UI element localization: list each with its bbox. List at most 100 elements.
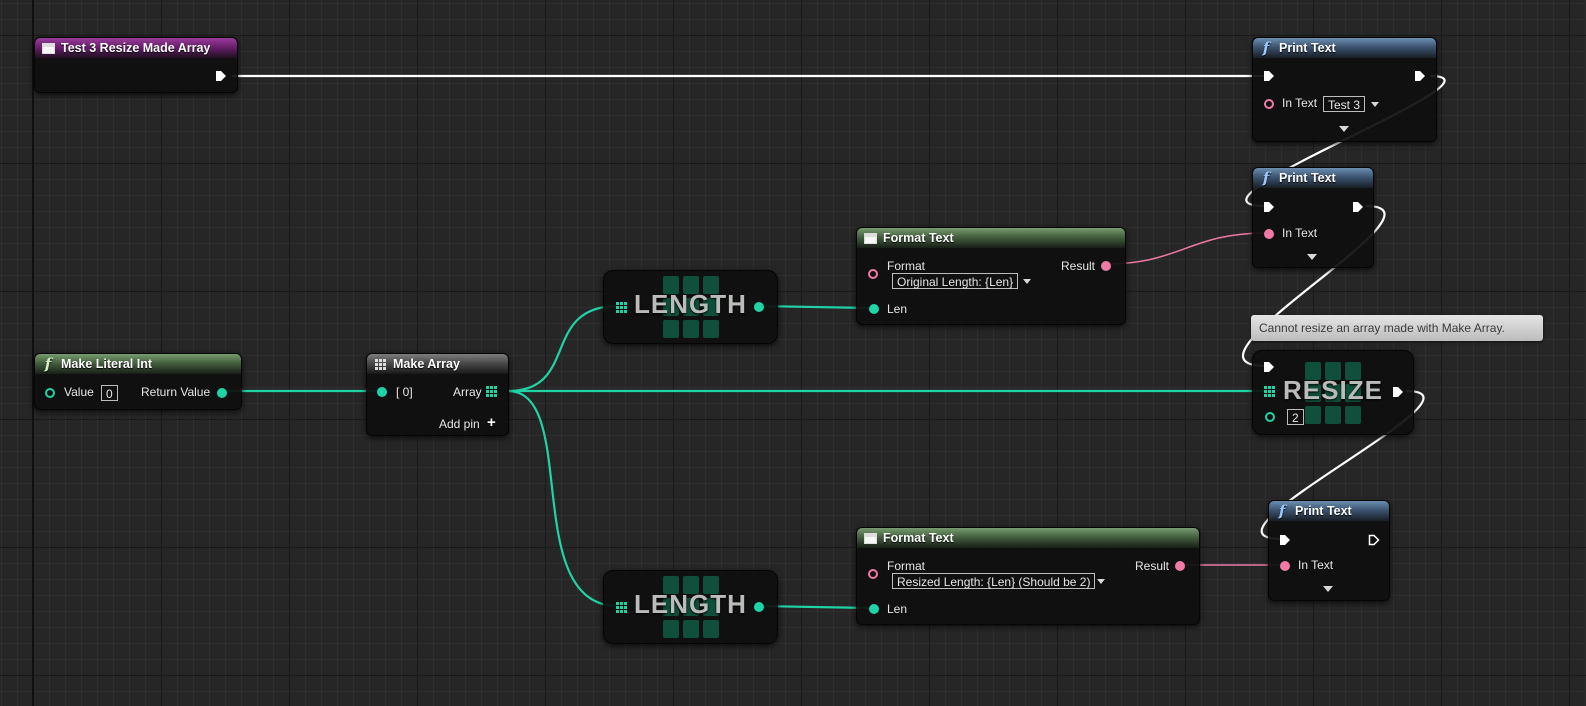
exec-wire-resize-to-print3: [1260, 389, 1425, 541]
function-icon: f: [1262, 39, 1270, 57]
format-2-result-pin[interactable]: [1175, 561, 1185, 571]
expand-advanced-icon[interactable]: [1307, 254, 1317, 260]
return-value-pin[interactable]: [217, 388, 227, 398]
in-text-pin[interactable]: [1264, 229, 1274, 239]
format-2-label: Format: [887, 559, 926, 573]
make-array-icon: [373, 357, 387, 371]
format-text-icon: [863, 231, 877, 245]
format-1-result-pin[interactable]: [1101, 261, 1111, 271]
function-icon: f: [1278, 502, 1286, 520]
array-element-0-pin[interactable]: [377, 387, 387, 397]
format-text-2-header[interactable]: Format Text: [857, 528, 1199, 548]
format-2-value-box[interactable]: Resized Length: {Len} (Should be 2): [892, 573, 1096, 589]
print-text-3-header[interactable]: f Print Text: [1269, 501, 1389, 521]
function-icon: f: [44, 355, 52, 373]
in-text-value-box[interactable]: Test 3: [1323, 96, 1366, 112]
format-2-dropdown-icon[interactable]: [1097, 579, 1105, 584]
exec-in-pin[interactable]: [1263, 201, 1275, 213]
make-array-header[interactable]: Make Array: [367, 354, 508, 374]
length-1-output-pin[interactable]: [754, 302, 764, 312]
exec-out-pin[interactable]: [1392, 386, 1404, 398]
format-1-value-box[interactable]: Original Length: {Len}: [892, 273, 1019, 289]
in-text-label: In Text: [1282, 226, 1318, 240]
text-wire-format1-to-print2: [1105, 232, 1267, 265]
return-value-label: Return Value: [141, 385, 211, 399]
print-text-1-header[interactable]: f Print Text: [1253, 38, 1436, 58]
format-text-node-2[interactable]: Format Text Format Resized Length: {Len}…: [856, 527, 1200, 625]
add-pin-label[interactable]: Add pin: [439, 417, 480, 431]
expand-advanced-icon[interactable]: [1323, 586, 1333, 592]
value-input-box[interactable]: 0: [101, 385, 118, 401]
value-label: Value: [64, 385, 94, 399]
length-node-1-watermark: [604, 271, 777, 343]
event-node[interactable]: Test 3 Resize Made Array: [34, 37, 238, 93]
make-array-title: Make Array: [393, 357, 460, 371]
length-1-array-input-pin[interactable]: [616, 302, 627, 313]
resize-node-watermark: [1253, 351, 1413, 434]
print-text-node-1[interactable]: f Print Text In Text Test 3: [1252, 37, 1437, 142]
length-node-2-title: LENGTH: [634, 589, 747, 619]
format-text-1-header[interactable]: Format Text: [857, 228, 1125, 248]
print-text-node-3[interactable]: f Print Text In Text: [1268, 500, 1390, 601]
format-2-input-pin[interactable]: [868, 569, 878, 579]
length-node-2[interactable]: LENGTH: [603, 570, 778, 644]
format-1-label: Format: [887, 259, 926, 273]
resize-size-box[interactable]: 2: [1287, 409, 1304, 425]
make-literal-int-header[interactable]: f Make Literal Int: [35, 354, 241, 374]
in-text-label: In Text: [1298, 558, 1334, 572]
print-text-node-2[interactable]: f Print Text In Text: [1252, 167, 1374, 268]
in-text-dropdown-icon[interactable]: [1371, 102, 1379, 107]
make-array-node[interactable]: Make Array [ 0] Array Add pin +: [366, 353, 509, 436]
format-text-1-title: Format Text: [883, 231, 954, 245]
resize-node[interactable]: RESIZE 2: [1252, 350, 1414, 435]
plus-icon[interactable]: +: [487, 414, 496, 431]
event-icon: [41, 41, 55, 55]
exec-in-pin[interactable]: [1263, 361, 1275, 373]
length-2-output-pin[interactable]: [754, 602, 764, 612]
exec-wire-print2-to-resize: [1242, 204, 1386, 368]
format-text-icon: [863, 531, 877, 545]
make-literal-int-node[interactable]: f Make Literal Int Value 0 Return Value: [34, 353, 242, 410]
length-node-1[interactable]: LENGTH: [603, 270, 778, 344]
event-node-header[interactable]: Test 3 Resize Made Array: [35, 38, 237, 58]
format-2-len-pin[interactable]: [869, 604, 879, 614]
exec-in-pin[interactable]: [1263, 70, 1275, 82]
value-input-pin[interactable]: [45, 388, 55, 398]
exec-out-pin[interactable]: [1414, 70, 1426, 82]
format-1-result-label: Result: [1061, 259, 1096, 273]
in-text-label: In Text: [1282, 96, 1318, 110]
in-text-pin[interactable]: [1264, 99, 1274, 109]
format-1-dropdown-icon[interactable]: [1023, 279, 1031, 284]
print-text-1-title: Print Text: [1279, 41, 1336, 55]
in-text-pin[interactable]: [1280, 561, 1290, 571]
resize-node-title: RESIZE: [1283, 375, 1383, 405]
format-2-len-label: Len: [887, 602, 908, 616]
resize-error-tooltip: Cannot resize an array made with Make Ar…: [1251, 315, 1543, 341]
format-1-len-pin[interactable]: [869, 304, 879, 314]
array-output-label: Array: [453, 385, 482, 399]
exec-out-pin-unconnected[interactable]: [1368, 534, 1380, 546]
length-node-2-watermark: [604, 571, 777, 643]
format-1-len-label: Len: [887, 302, 908, 316]
expand-advanced-icon[interactable]: [1339, 126, 1349, 132]
function-icon: f: [1262, 169, 1270, 187]
array-element-0-label: [ 0]: [396, 385, 413, 399]
exec-in-pin[interactable]: [1279, 534, 1291, 546]
format-text-2-title: Format Text: [883, 531, 954, 545]
print-text-3-title: Print Text: [1295, 504, 1352, 518]
resize-size-pin[interactable]: [1265, 412, 1275, 422]
format-text-node-1[interactable]: Format Text Format Original Length: {Len…: [856, 227, 1126, 325]
format-1-input-pin[interactable]: [868, 269, 878, 279]
exec-out-pin[interactable]: [1352, 201, 1364, 213]
print-text-2-header[interactable]: f Print Text: [1253, 168, 1373, 188]
array-output-pin[interactable]: [486, 386, 497, 397]
exec-out-pin[interactable]: [215, 70, 227, 82]
event-node-title: Test 3 Resize Made Array: [61, 41, 211, 55]
resize-array-input-pin[interactable]: [1264, 386, 1275, 397]
resize-error-text: Cannot resize an array made with Make Ar…: [1259, 321, 1505, 335]
array-wire-to-length1: [507, 304, 619, 393]
print-text-2-title: Print Text: [1279, 171, 1336, 185]
length-2-array-input-pin[interactable]: [616, 602, 627, 613]
